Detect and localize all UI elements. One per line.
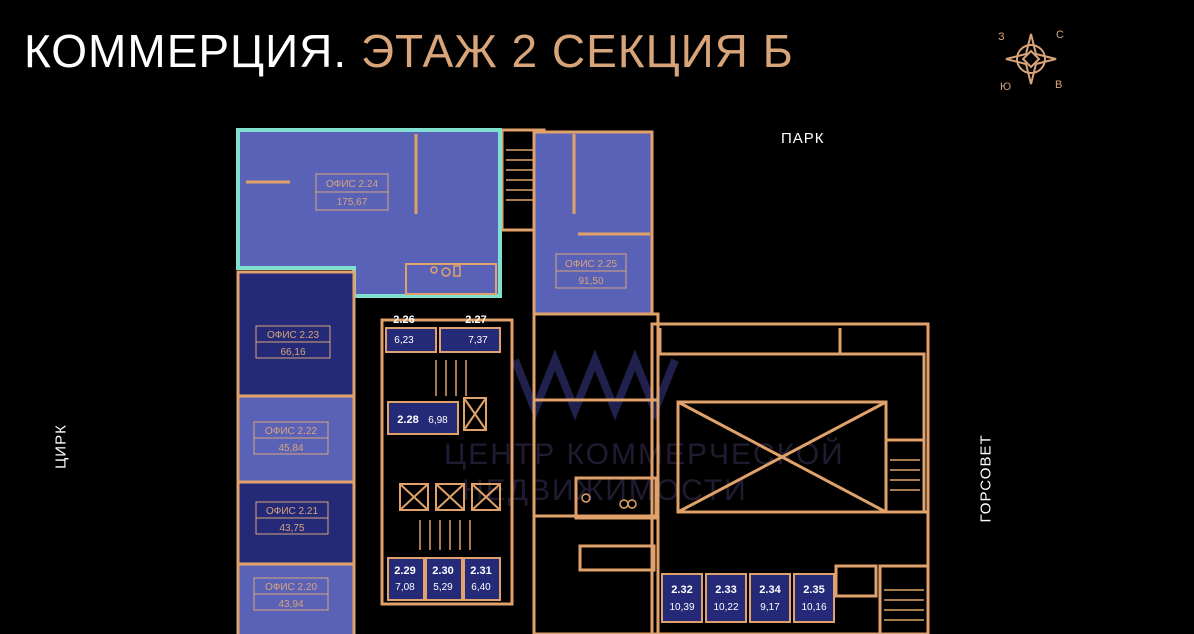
- office-2-25-area: 91,50: [578, 276, 603, 287]
- room-2-26-area: 6,23: [394, 335, 414, 346]
- compass-letter-s: Ю: [1000, 81, 1011, 92]
- room-2-34[interactable]: 2.34 9,17: [749, 573, 791, 623]
- office-2-20-area: 43,94: [278, 599, 303, 610]
- room-2-28-num: 2.28: [397, 414, 418, 426]
- office-2-22-area: 45,84: [278, 443, 303, 454]
- office-2-20-name: ОФИС 2.20: [265, 582, 317, 593]
- room-2-31[interactable]: 2.31 6,40: [463, 557, 501, 601]
- room-2-27-area: 7,37: [468, 335, 488, 346]
- room-2-32-num: 2.32: [671, 584, 692, 596]
- office-2-22[interactable]: ОФИС 2.22 45,84: [236, 394, 356, 484]
- compass-letter-n: С: [1056, 29, 1064, 41]
- compass-rose-icon: С В Ю З: [998, 26, 1064, 93]
- title-commerce: КОММЕРЦИЯ.: [24, 25, 348, 77]
- office-2-23[interactable]: ОФИС 2.23 66,16: [236, 270, 356, 398]
- room-2-33-area: 10,22: [713, 602, 738, 613]
- office-2-23-name: ОФИС 2.23: [267, 330, 319, 341]
- room-2-28-area: 6,98: [428, 415, 448, 426]
- room-2-31-num: 2.31: [470, 565, 491, 577]
- room-2-35-num: 2.35: [803, 584, 824, 596]
- room-2-32-area: 10,39: [669, 602, 694, 613]
- office-2-25-name: ОФИС 2.25: [565, 259, 617, 270]
- room-2-35-area: 10,16: [801, 602, 826, 613]
- room-2-34-num: 2.34: [759, 584, 781, 596]
- room-2-31-area: 6,40: [471, 582, 491, 593]
- office-2-21-name: ОФИС 2.21: [266, 506, 318, 517]
- office-2-24-name: ОФИС 2.24: [326, 179, 378, 190]
- room-2-32[interactable]: 2.32 10,39: [661, 573, 703, 623]
- office-2-25[interactable]: ОФИС 2.25 91,50: [532, 130, 654, 316]
- room-2-26[interactable]: 2.26 6,23: [385, 314, 437, 353]
- room-2-29-num: 2.29: [394, 565, 415, 577]
- room-2-30-area: 5,29: [433, 582, 453, 593]
- office-2-22-name: ОФИС 2.22: [265, 426, 317, 437]
- office-2-20[interactable]: ОФИС 2.20 43,94: [236, 562, 356, 634]
- room-2-33-num: 2.33: [715, 584, 736, 596]
- room-2-29[interactable]: 2.29 7,08: [387, 557, 425, 601]
- office-2-24-area: 175,67: [337, 197, 368, 208]
- watermark-logo-icon: [511, 349, 679, 421]
- page-title: КОММЕРЦИЯ. ЭТАЖ 2 СЕКЦИЯ Б: [24, 24, 794, 78]
- room-2-30[interactable]: 2.30 5,29: [425, 557, 463, 601]
- room-2-26-num: 2.26: [393, 314, 414, 326]
- title-floor-section: ЭТАЖ 2 СЕКЦИЯ Б: [360, 25, 794, 77]
- room-2-30-num: 2.30: [432, 565, 453, 577]
- room-2-28[interactable]: 2.28 6,98: [387, 401, 459, 435]
- compass-letter-e: В: [1055, 79, 1062, 91]
- office-2-21[interactable]: ОФИС 2.21 43,75: [236, 480, 356, 566]
- room-2-29-area: 7,08: [395, 582, 415, 593]
- room-2-33[interactable]: 2.33 10,22: [705, 573, 747, 623]
- office-2-21-area: 43,75: [279, 523, 304, 534]
- room-2-34-area: 9,17: [760, 602, 780, 613]
- office-2-23-area: 66,16: [280, 347, 305, 358]
- room-2-27[interactable]: 2.27 7,37: [439, 314, 501, 353]
- room-2-27-num: 2.27: [465, 314, 486, 326]
- room-2-35[interactable]: 2.35 10,16: [793, 573, 835, 623]
- direction-north-label: ПАРК: [781, 130, 825, 147]
- compass-letter-w: З: [998, 31, 1005, 43]
